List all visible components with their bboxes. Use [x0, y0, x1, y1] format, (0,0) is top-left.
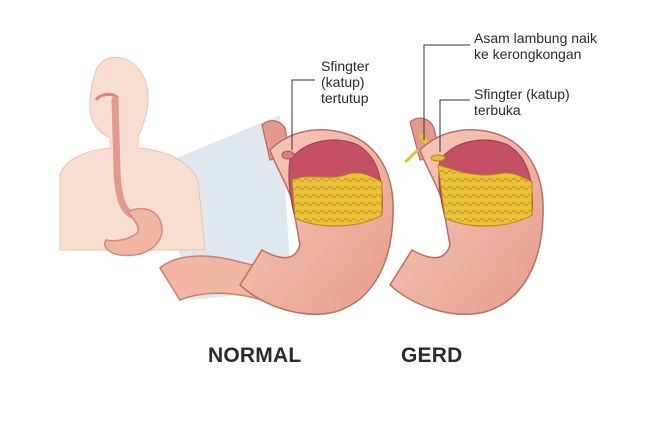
- stomach-normal: [159, 120, 394, 315]
- stomach-gerd: [389, 117, 544, 315]
- label-gerd-acid: Asam lambung naik ke kerongkongan: [474, 30, 597, 62]
- label-normal-sphincter: Sfingter (katup) tertutup: [321, 58, 370, 106]
- callout-lines: [291, 44, 470, 152]
- callout-line-normal: [291, 79, 315, 150]
- callout-line-acid: [423, 44, 470, 140]
- title-gerd: GERD: [401, 344, 463, 367]
- title-normal: NORMAL: [208, 344, 302, 367]
- callout-line-gerd-sphincter: [439, 99, 470, 152]
- body-stomach: [94, 92, 163, 257]
- label-gerd-sphincter: Sfingter (katup) terbuka: [474, 86, 570, 118]
- body-silhouette: [59, 56, 206, 251]
